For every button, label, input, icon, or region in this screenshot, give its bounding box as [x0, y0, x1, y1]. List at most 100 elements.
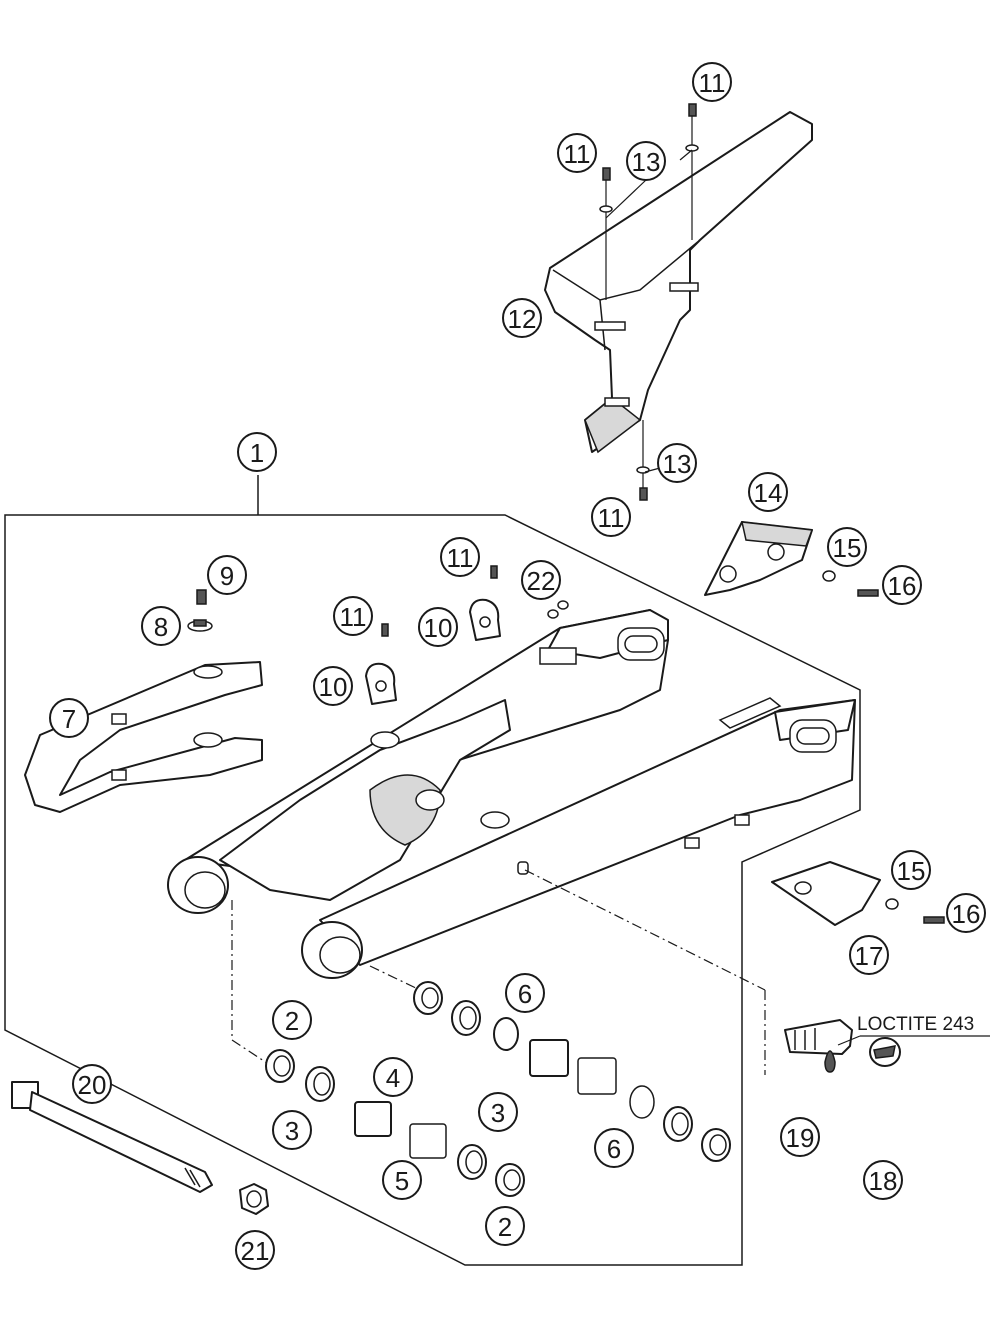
callout-number: 6	[518, 979, 532, 1009]
callout-circle	[235, 1230, 275, 1270]
callout-circle	[882, 565, 922, 605]
callout-circle	[207, 555, 247, 595]
callout-11: 11	[692, 62, 732, 102]
callout-circle	[692, 62, 732, 102]
callout-16: 16	[882, 565, 922, 605]
callout-circle	[141, 606, 181, 646]
callout-21: 21	[235, 1230, 275, 1270]
callout-circle	[946, 893, 986, 933]
callout-circle	[237, 432, 277, 472]
callout-8: 8	[141, 606, 181, 646]
callout-number: 22	[527, 566, 556, 596]
callout-circle	[780, 1117, 820, 1157]
callout-circle	[502, 298, 542, 338]
callout-circle	[440, 537, 480, 577]
callout-7: 7	[49, 698, 89, 738]
callout-11: 11	[591, 497, 631, 537]
callout-number: 17	[855, 941, 884, 971]
callout-number: 15	[897, 856, 926, 886]
callout-11: 11	[440, 537, 480, 577]
callout-13: 13	[657, 443, 697, 483]
callout-number: 3	[285, 1116, 299, 1146]
callout-number: 10	[424, 613, 453, 643]
assembly-frame	[4, 475, 861, 1266]
callout-circle	[521, 560, 561, 600]
callout-circle	[849, 935, 889, 975]
callout-2: 2	[272, 1000, 312, 1040]
callout-3: 3	[478, 1092, 518, 1132]
pivot-bearings	[231, 869, 766, 1197]
callout-13: 13	[626, 141, 666, 181]
callout-6: 6	[505, 973, 545, 1013]
callout-number: 13	[663, 449, 692, 479]
callout-11: 11	[333, 596, 373, 636]
callout-number: 12	[508, 304, 537, 334]
callout-number: 1	[250, 438, 264, 468]
callout-circle	[557, 133, 597, 173]
callout-6: 6	[594, 1128, 634, 1168]
pivot-bolt	[784, 1019, 990, 1073]
callout-number: 15	[833, 533, 862, 563]
callout-circle	[72, 1064, 112, 1104]
callout-9: 9	[207, 555, 247, 595]
callout-circle	[505, 973, 545, 1013]
callout-number: 7	[62, 704, 76, 734]
callout-circle	[591, 497, 631, 537]
callout-circle	[657, 443, 697, 483]
callout-number: 6	[607, 1134, 621, 1164]
callout-number: 13	[632, 147, 661, 177]
chain-guard-fasteners	[599, 103, 699, 501]
swingarm	[167, 609, 856, 979]
callout-number: 18	[869, 1166, 898, 1196]
callout-number: 11	[340, 602, 367, 632]
callout-circle	[485, 1206, 525, 1246]
callout-circle	[478, 1092, 518, 1132]
callout-group: 1223345667891010111111111112131314151516…	[49, 62, 986, 1270]
chain-guide-lower	[771, 861, 945, 926]
callout-circle	[863, 1160, 903, 1200]
callout-number: 2	[498, 1212, 512, 1242]
callout-2: 2	[485, 1206, 525, 1246]
callout-number: 2	[285, 1006, 299, 1036]
callout-number: 19	[786, 1123, 815, 1153]
callout-circle	[49, 698, 89, 738]
callout-circle	[594, 1128, 634, 1168]
callout-19: 19	[780, 1117, 820, 1157]
callout-15: 15	[827, 527, 867, 567]
callout-circle	[333, 596, 373, 636]
callout-10: 10	[418, 607, 458, 647]
callout-4: 4	[373, 1057, 413, 1097]
chain-slider-fasteners	[187, 589, 213, 632]
callout-1: 1	[237, 432, 277, 472]
callout-circle	[272, 1000, 312, 1040]
callout-circle	[382, 1160, 422, 1200]
chain-guide-upper	[704, 521, 879, 597]
callout-number: 5	[395, 1166, 409, 1196]
callout-14: 14	[748, 472, 788, 512]
callout-circle	[626, 141, 666, 181]
callout-number: 21	[241, 1236, 270, 1266]
swingarm-axle	[11, 1081, 269, 1215]
callout-circle	[891, 850, 931, 890]
callout-15: 15	[891, 850, 931, 890]
callout-16: 16	[946, 893, 986, 933]
callout-circle	[748, 472, 788, 512]
callout-number: 10	[319, 672, 348, 702]
callout-number: 14	[754, 478, 783, 508]
callout-number: 20	[78, 1070, 107, 1100]
callout-22: 22	[521, 560, 561, 600]
callout-number: 11	[598, 503, 625, 533]
callout-number: 11	[447, 543, 474, 573]
chain-guard	[544, 111, 813, 454]
brackets	[365, 565, 501, 705]
callout-3: 3	[272, 1110, 312, 1150]
callout-number: 11	[699, 68, 726, 98]
callout-number: 16	[952, 899, 981, 929]
callout-circle	[827, 527, 867, 567]
callout-20: 20	[72, 1064, 112, 1104]
callout-circle	[272, 1110, 312, 1150]
callout-number: 8	[154, 612, 168, 642]
callout-11: 11	[557, 133, 597, 173]
caps	[547, 600, 569, 619]
